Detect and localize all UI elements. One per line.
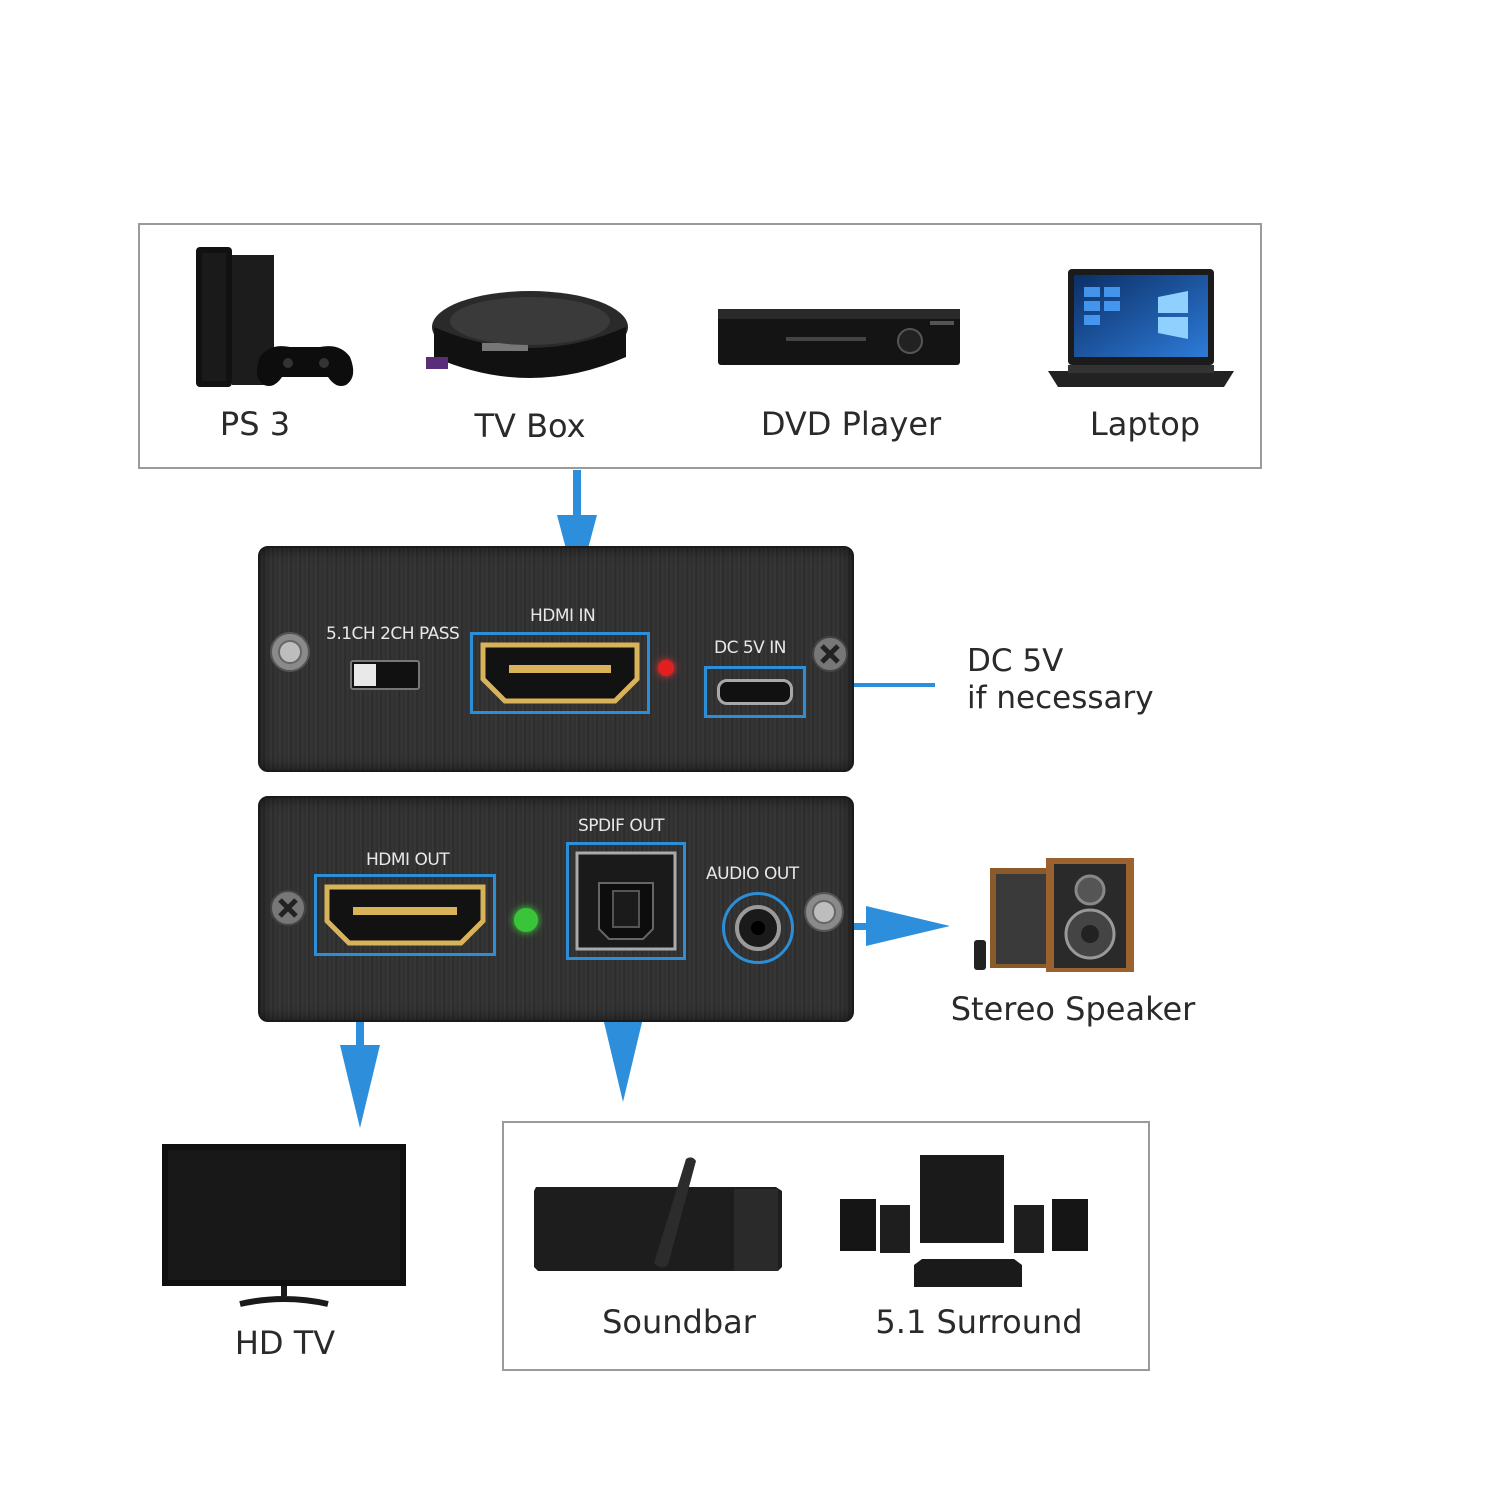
dvd-player-icon [718, 309, 960, 365]
hdmi-out-label: HDMI OUT [366, 850, 450, 870]
output-label-stereo-speaker: Stereo Speaker [950, 990, 1196, 1028]
power-led-red [658, 660, 674, 676]
source-label-tv-box: TV Box [474, 407, 586, 445]
dc-note-line1: DC 5V [967, 643, 1064, 679]
tv-box-icon [426, 291, 628, 378]
hdmi-out-port[interactable] [314, 874, 496, 956]
output-label-hd-tv: HD TV [234, 1324, 336, 1362]
surround-speakers-icon [840, 1155, 1088, 1287]
output-label-surround: 5.1 Surround [875, 1303, 1083, 1341]
status-led-green [514, 908, 538, 932]
spdif-out-port[interactable] [566, 842, 686, 960]
audio-outputs-box: Soundbar 5.1 Surround [502, 1121, 1150, 1371]
dc-note-line2: if necessary [967, 680, 1154, 716]
extractor-output-panel: HDMI OUT SPDIF OUT AUDIO OUT [258, 796, 854, 1022]
screw-icon [812, 636, 848, 672]
dc-5v-in-label: DC 5V IN [714, 638, 786, 658]
audio-out-port[interactable] [722, 892, 794, 964]
source-label-ps3: PS 3 [219, 405, 291, 443]
screw-icon [270, 632, 310, 672]
screw-icon [804, 892, 844, 932]
ps3-console-icon [196, 247, 354, 387]
extractor-input-panel: 5.1CH 2CH PASS HDMI IN DC 5V IN [258, 546, 854, 772]
mode-switch-label: 5.1CH 2CH PASS [326, 624, 460, 644]
mode-switch[interactable] [350, 660, 420, 690]
source-devices-box: PS 3 TV Box DVD Player [138, 223, 1262, 469]
source-label-laptop: Laptop [1089, 405, 1201, 443]
soundbar-icon [534, 1157, 782, 1271]
hd-tv-icon [162, 1144, 406, 1307]
hdmi-in-port[interactable] [470, 632, 650, 714]
screw-icon [270, 890, 306, 926]
spdif-out-label: SPDIF OUT [578, 816, 665, 836]
stereo-speaker-icon [974, 858, 1134, 972]
audio-out-label: AUDIO OUT [706, 864, 799, 884]
source-label-dvd-player: DVD Player [760, 405, 942, 443]
laptop-icon [1048, 269, 1234, 387]
hdmi-in-label: HDMI IN [530, 606, 596, 626]
dc-5v-in-port[interactable] [704, 666, 806, 718]
output-label-soundbar: Soundbar [602, 1303, 756, 1341]
